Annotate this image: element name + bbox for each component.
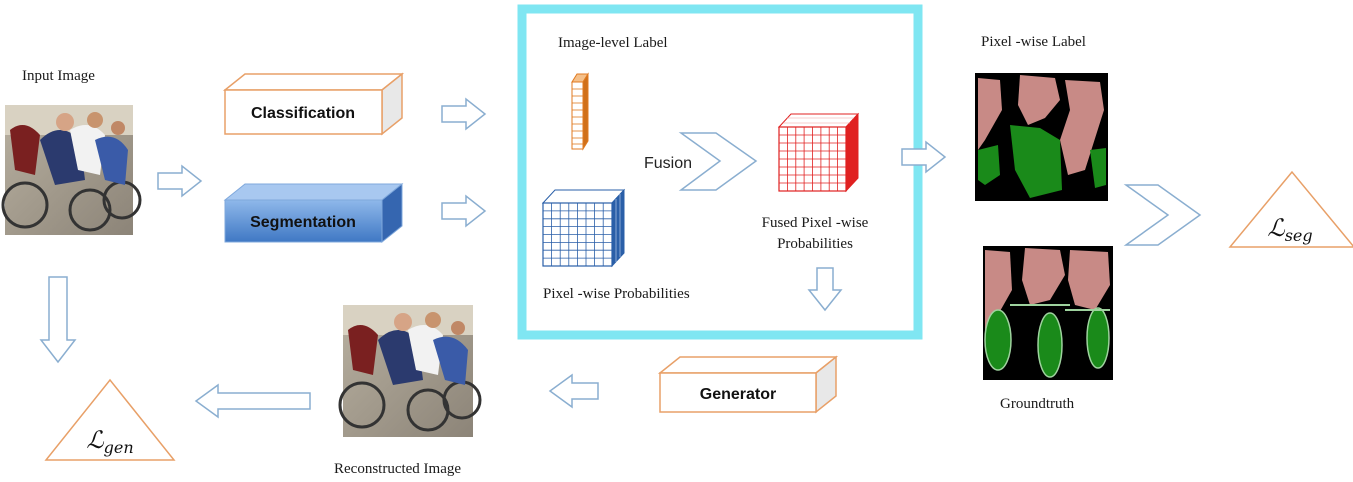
arrow-frame-to-label [901,140,947,174]
flow-arrows [39,97,947,419]
pixel-wise-probabilities-cube [541,188,626,268]
fused-probabilities-caption-line1: Fused Pixel -wise [761,215,869,231]
fusion-label: Fusion [644,155,692,172]
segmentation-label: Segmentation [250,214,356,231]
arrow-input-to-branches [157,164,203,198]
loss-seg-symbol: ℒ [1267,214,1285,242]
fused-probabilities-caption-line2: Probabilities [777,236,853,252]
reconstructed-image-caption: Reconstructed Image [334,461,462,477]
loss-gen-subscript: gen [104,438,134,457]
generator-box: Generator [657,355,839,414]
image-level-label-caption: Image-level Label [558,35,668,51]
pixel-wise-label-image [975,73,1108,201]
loss-chevron [1123,184,1202,246]
svg-text:ℒseg: ℒseg [1267,214,1312,245]
arrow-fused-down [807,267,843,312]
classification-box: Classification [222,72,405,136]
fusion-chevron [678,132,758,191]
fused-probabilities-cube [777,112,860,193]
segmentation-box: Segmentation [223,182,404,244]
reconstructed-image [338,305,482,437]
loss-gen-triangle: ℒgen [44,378,176,461]
loss-seg-subscript: seg [1285,226,1313,245]
generator-label: Generator [700,386,776,403]
pixel-wise-probabilities-caption: Pixel -wise Probabilities [543,286,690,302]
groundtruth-image [983,246,1113,380]
image-level-label-vector [571,72,589,151]
input-image-label: Input Image [22,68,95,84]
arrow-reconstructed-left [194,383,311,419]
arrow-input-down [39,276,77,364]
classification-label: Classification [251,105,355,122]
svg-text:ℒgen: ℒgen [86,426,133,457]
arrow-generator-left [548,373,599,409]
loss-gen-symbol: ℒ [86,426,104,454]
fusion-module-frame [517,4,923,340]
input-image [1,105,142,235]
arrow-classification-to-frame [441,97,487,131]
groundtruth-caption: Groundtruth [1000,396,1075,412]
loss-seg-triangle: ℒseg [1228,170,1353,248]
pixel-wise-label-caption: Pixel -wise Label [981,34,1086,50]
arrow-segmentation-to-frame [441,194,487,228]
